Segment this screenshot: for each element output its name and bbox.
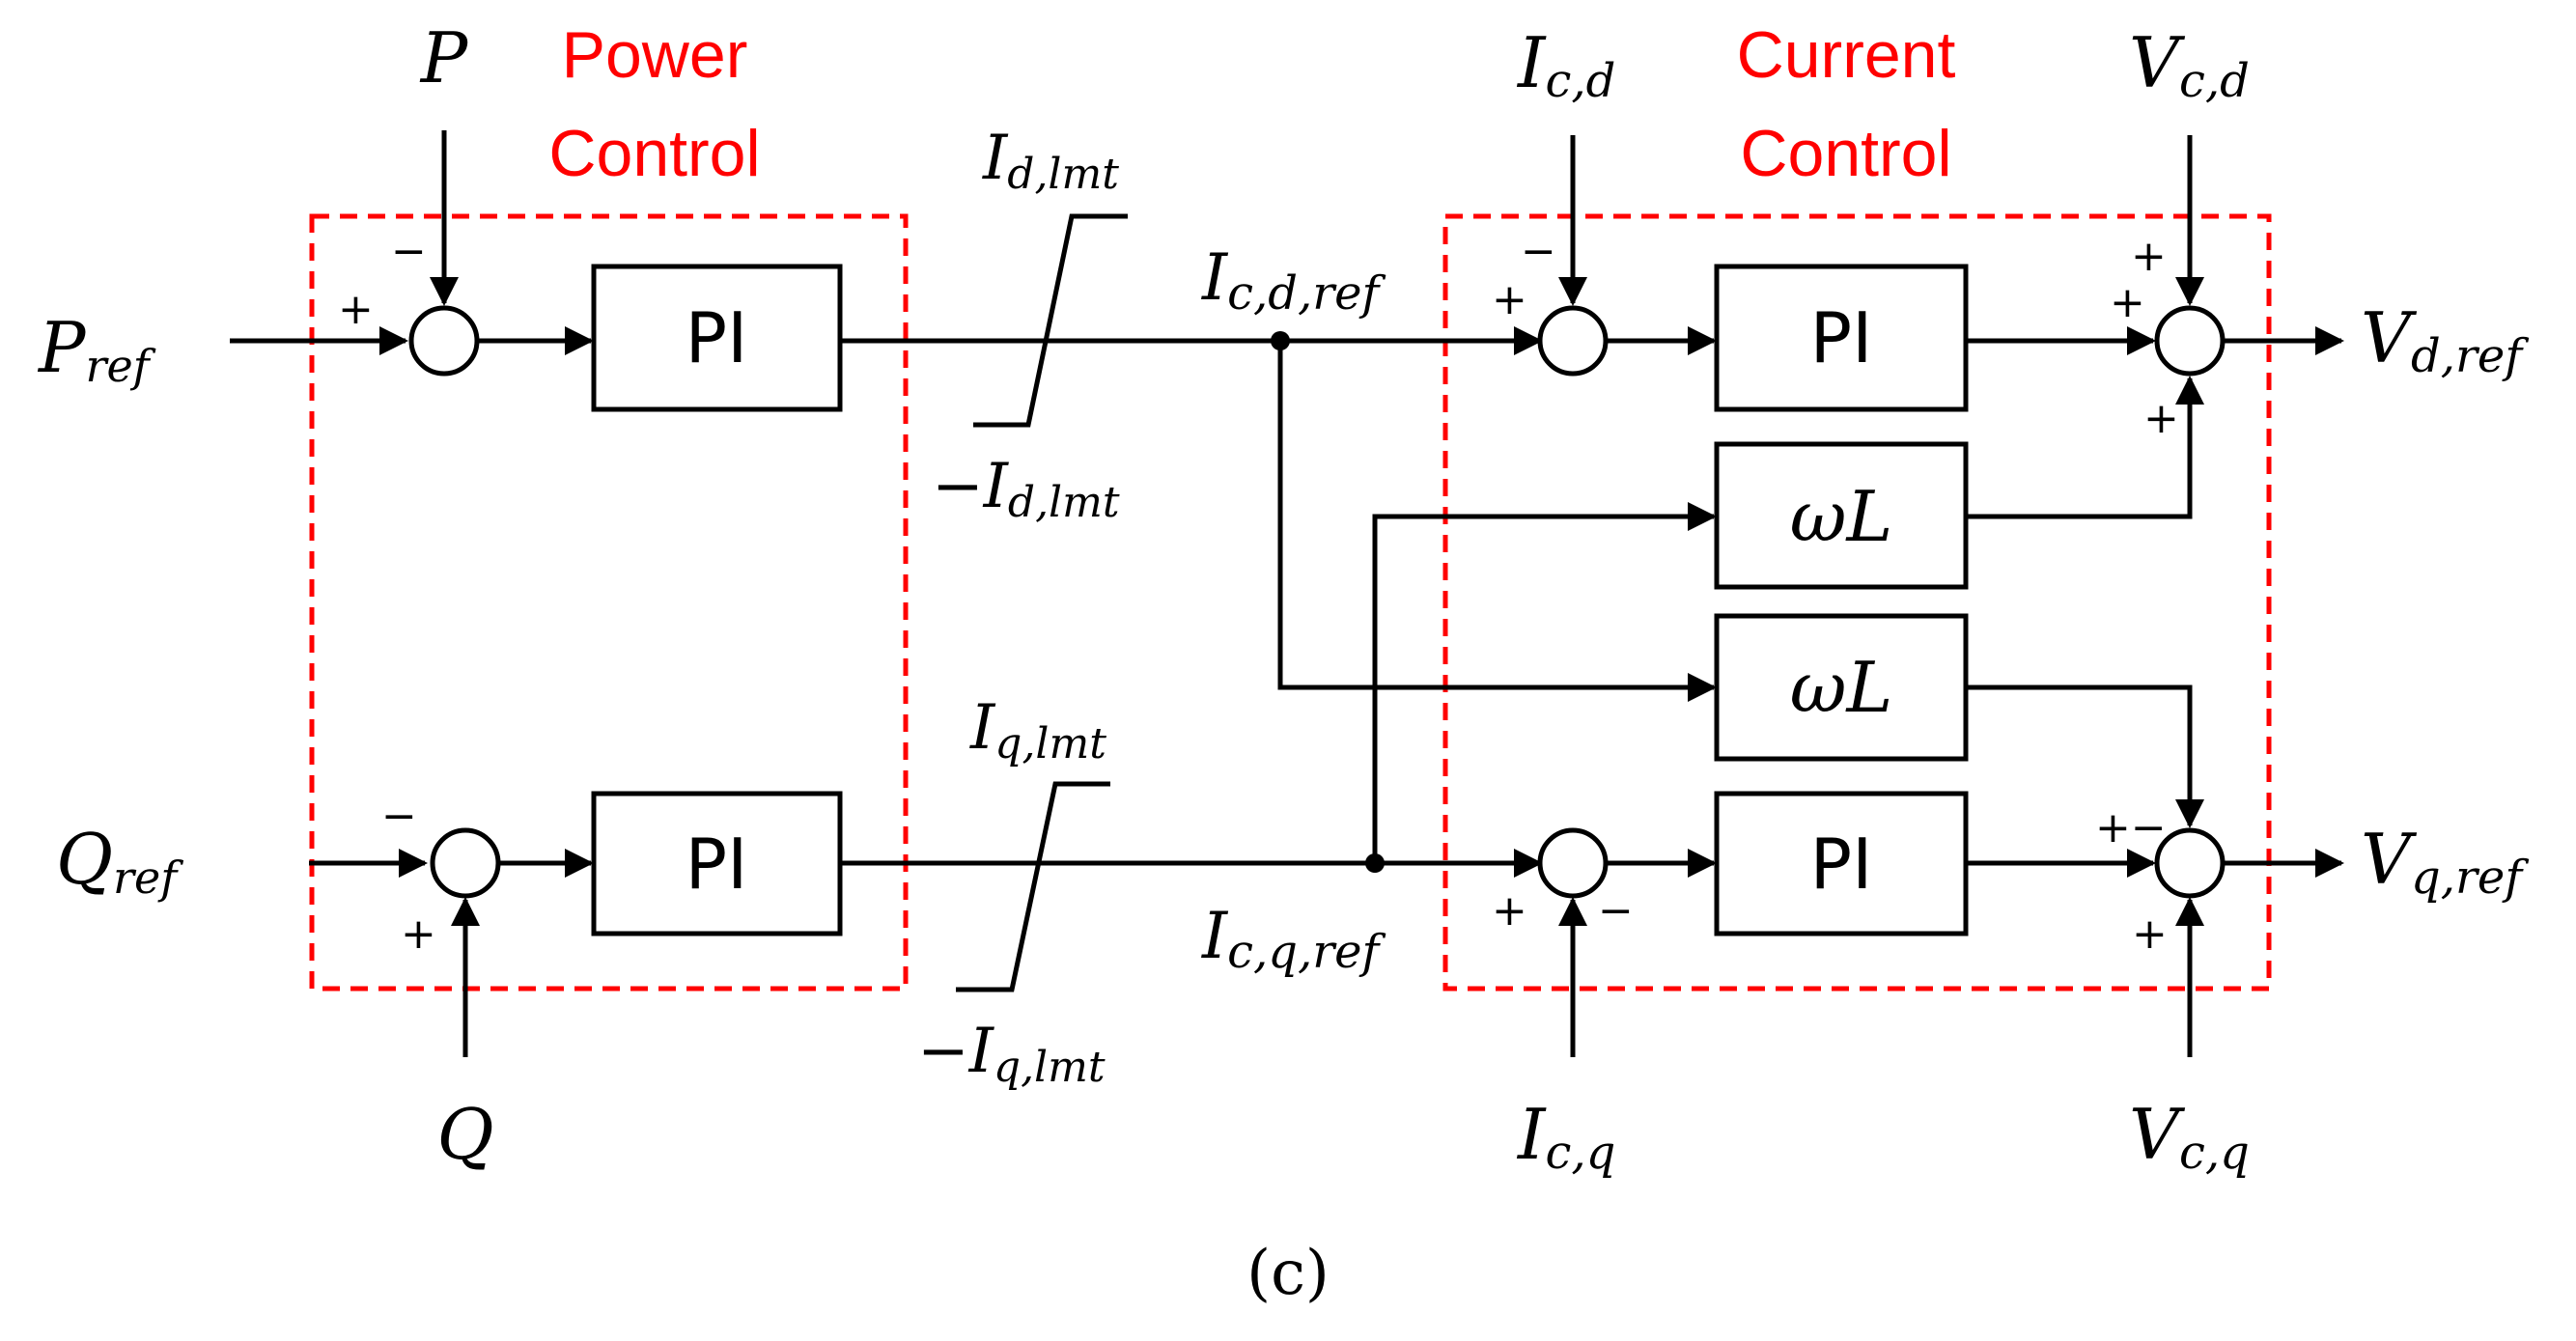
vcq-label: Vc,q [2129, 1094, 2250, 1180]
pi-power-label: PI [686, 297, 748, 378]
vd-summing-junction [2154, 305, 2226, 377]
icd-ref-label: Ic,d,ref [1201, 240, 1386, 321]
sign-q-plus: + [401, 909, 436, 959]
iq-error-summing-junction [1537, 827, 1609, 899]
sign-piq-plus-minus: +− [2095, 803, 2167, 852]
sign-vcd-plus: + [2131, 232, 2167, 281]
pi-q-current-label: PI [1810, 824, 1873, 905]
wl-bottom-block [1714, 613, 1969, 762]
id-lmt-label: Id,lmt [982, 123, 1119, 199]
pi-reactive-label: PI [686, 824, 748, 905]
pi-q-current-block [1714, 791, 1969, 936]
vq-summing-junction [2154, 827, 2226, 899]
qref-label: Qref [56, 819, 183, 904]
sign-idref-plus: + [1492, 275, 1527, 324]
q-error-summing-junction [430, 827, 501, 899]
pi-power-block [591, 264, 843, 412]
sign-iqref-plus: + [1492, 886, 1527, 936]
q-label: Q [436, 1094, 493, 1175]
neg-iq-lmt-label: −Iq,lmt [917, 1016, 1106, 1092]
id-error-summing-junction [1537, 305, 1609, 377]
iq-lmt-label: Iq,lmt [969, 692, 1106, 768]
current-control-group-box [1442, 213, 2272, 992]
vq-ref-label: Vq,ref [2361, 819, 2529, 905]
sign-pref-plus: + [338, 285, 374, 334]
sign-wl-top-plus: + [2143, 394, 2179, 443]
icd-label: Ic,d [1516, 22, 1615, 108]
iq-to-wl-top-wire [1372, 502, 1717, 863]
sign-icq-minus: − [1598, 886, 1634, 936]
wl-top-output-wire [1966, 376, 2204, 519]
d-current-limiter [973, 213, 1128, 428]
power-control-group-box [309, 213, 909, 992]
vcd-label: Vc,d [2129, 22, 2250, 108]
p-error-summing-junction [408, 305, 480, 377]
pi-d-current-block [1714, 264, 1969, 412]
figure-caption: (c) [1246, 1238, 1330, 1309]
q-current-limiter [956, 781, 1110, 992]
sign-p-minus: − [391, 227, 427, 276]
sign-pid-plus: + [2110, 278, 2145, 327]
pref-label: Pref [37, 307, 156, 392]
icq-ref-label: Ic,q,ref [1201, 899, 1386, 979]
p-label: P [419, 17, 469, 98]
sign-qref-minus: − [381, 792, 417, 841]
pi-d-current-label: PI [1810, 297, 1873, 378]
vd-ref-label: Vd,ref [2361, 297, 2529, 383]
sign-icd-minus: − [1521, 227, 1556, 276]
sign-vcq-plus: + [2132, 909, 2168, 959]
power-control-label-line1: Power [562, 18, 748, 92]
wl-top-label: ωL [1790, 476, 1893, 557]
neg-id-lmt-label: −Id,lmt [932, 451, 1120, 527]
id-to-wl-bottom-wire [1277, 341, 1717, 702]
current-control-label-line2: Control [1740, 117, 1951, 190]
current-control-label-line1: Current [1737, 18, 1956, 92]
power-control-label-line2: Control [548, 117, 760, 190]
icq-label: Ic,q [1516, 1094, 1615, 1180]
wl-bottom-label: ωL [1790, 647, 1893, 728]
wl-bottom-output-wire [1966, 684, 2204, 828]
